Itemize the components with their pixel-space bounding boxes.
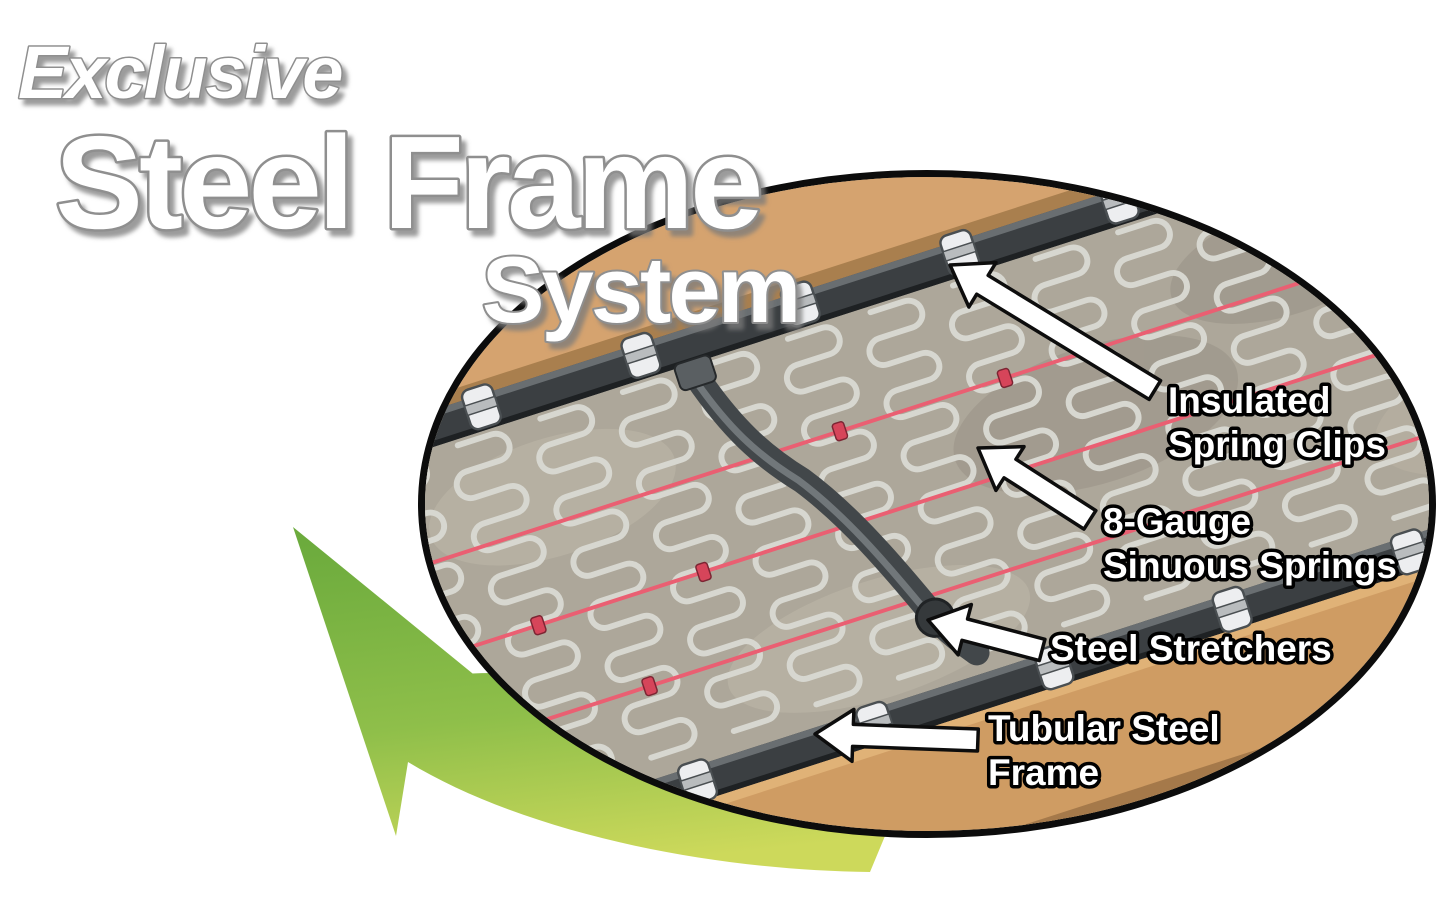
label-steel-stretchers: Steel Stretchers [1050, 628, 1332, 669]
steel-stretchers-arrow-icon [926, 602, 1047, 663]
title-system: System [482, 237, 798, 342]
spring-clips-arrow-icon [948, 260, 1163, 402]
label-tubular-frame-line1: Tubular Steel [988, 708, 1220, 749]
page-title: Exclusive Steel Frame System [17, 30, 804, 345]
stretcher-clamp [673, 354, 717, 392]
insulated-wire [425, 243, 1429, 747]
callout-arrows [813, 260, 1163, 764]
label-spring-clips-line1: Insulated [1168, 380, 1330, 421]
label-spring-clips-line2: Spring Clips [1168, 424, 1386, 465]
callout-labels: Insulated Spring Clips 8-Gauge Sinuous S… [985, 377, 1401, 797]
label-tubular-frame-line2: Frame [988, 752, 1099, 793]
sinuous-springs-arrow-icon [976, 444, 1098, 531]
label-sinuous-springs-line2: Sinuous Springs [1103, 545, 1397, 586]
title-exclusive: Exclusive [18, 31, 342, 114]
tubular-frame-arrow-icon [813, 707, 981, 764]
label-sinuous-springs-line1: 8-Gauge [1103, 501, 1251, 542]
title-steel-frame: Steel Frame [55, 109, 759, 256]
